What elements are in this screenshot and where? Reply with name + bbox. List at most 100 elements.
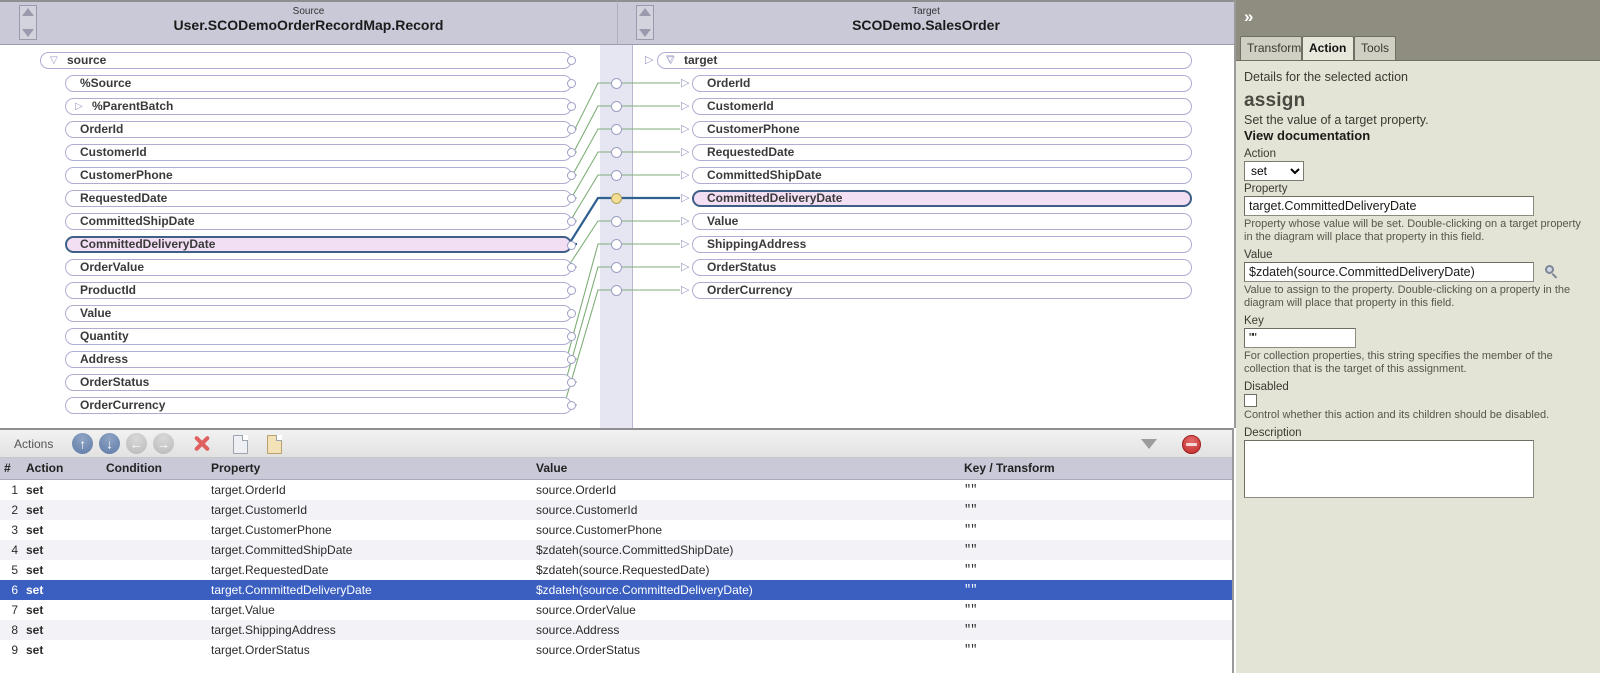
no-entry-icon[interactable] xyxy=(1182,435,1201,454)
connector-hub[interactable] xyxy=(611,216,622,227)
connector-hub[interactable] xyxy=(611,239,622,250)
connector-hub[interactable] xyxy=(611,147,622,158)
connector-hub[interactable] xyxy=(611,262,622,273)
column-header-property[interactable]: Property xyxy=(207,458,532,480)
triangle-down-icon[interactable]: ▽ xyxy=(667,55,675,66)
tab-transform[interactable]: Transform xyxy=(1240,36,1302,60)
wire-source-to-hub[interactable] xyxy=(574,82,616,130)
source-endpoint[interactable] xyxy=(567,309,576,318)
source-endpoint[interactable] xyxy=(567,79,576,88)
source-node-productid[interactable]: ProductId xyxy=(65,282,572,299)
triangle-down-icon[interactable]: ▽ xyxy=(50,55,58,66)
connector-hub[interactable] xyxy=(611,78,622,89)
source-endpoint[interactable] xyxy=(567,241,576,250)
column-header-number[interactable]: # xyxy=(0,458,22,480)
actions-table[interactable]: # Action Condition Property Value Key / … xyxy=(0,458,1232,660)
target-node-requesteddate[interactable]: RequestedDate xyxy=(692,144,1192,161)
source-node-committeddeliverydate[interactable]: CommittedDeliveryDate xyxy=(65,236,572,253)
actions-toolbar[interactable]: Actions ↑ ↓ ← → xyxy=(0,430,1232,458)
triangle-down-icon[interactable] xyxy=(1141,439,1157,449)
source-endpoint[interactable] xyxy=(567,148,576,157)
scroll-up-icon[interactable] xyxy=(22,8,34,16)
source-vertical-scrollbar[interactable] xyxy=(19,5,37,40)
column-header-action[interactable]: Action xyxy=(22,458,102,480)
target-input-arrow-icon[interactable]: ▷ xyxy=(681,261,690,273)
inspector-panel[interactable]: » Transform Action Tools Details for the… xyxy=(1236,0,1600,673)
target-input-arrow-icon[interactable]: ▷ xyxy=(681,169,690,181)
target-vertical-scrollbar[interactable] xyxy=(636,5,654,40)
source-node-ordercurrency[interactable]: OrderCurrency xyxy=(65,397,572,414)
target-node-orderid[interactable]: OrderId xyxy=(692,75,1192,92)
inspector-tabstrip[interactable]: Transform Action Tools xyxy=(1236,36,1600,60)
description-textarea[interactable] xyxy=(1244,439,1534,498)
source-endpoint[interactable] xyxy=(567,102,576,111)
target-node-committeddeliverydate[interactable]: CommittedDeliveryDate xyxy=(692,190,1192,207)
target-input-arrow-icon[interactable]: ▷ xyxy=(681,284,690,296)
source-node-orderid[interactable]: OrderId xyxy=(65,121,572,138)
source-node-requesteddate[interactable]: RequestedDate xyxy=(65,190,572,207)
source-endpoint[interactable] xyxy=(567,332,576,341)
wire-source-to-hub[interactable] xyxy=(565,243,616,360)
target-input-arrow-icon[interactable]: ▷ xyxy=(681,123,690,135)
move-down-button[interactable]: ↓ xyxy=(99,433,120,454)
column-header-condition[interactable]: Condition xyxy=(102,458,207,480)
scroll-down-icon[interactable] xyxy=(22,29,34,37)
source-node-quantity[interactable]: Quantity xyxy=(65,328,572,345)
source-endpoint[interactable] xyxy=(567,171,576,180)
tab-action[interactable]: Action xyxy=(1302,36,1354,60)
scroll-up-icon[interactable] xyxy=(639,8,651,16)
source-node-orderstatus[interactable]: OrderStatus xyxy=(65,374,572,391)
target-input-arrow-icon[interactable]: ▷ xyxy=(681,77,690,89)
target-input-arrow-icon[interactable]: ▷ xyxy=(681,238,690,250)
column-header-key-transform[interactable]: Key / Transform xyxy=(960,458,1232,480)
source-node-committedshipdate[interactable]: CommittedShipDate xyxy=(65,213,572,230)
source-node-value[interactable]: Value xyxy=(65,305,572,322)
target-node-orderstatus[interactable]: OrderStatus xyxy=(692,259,1192,276)
move-up-button[interactable]: ↑ xyxy=(72,433,93,454)
indent-button[interactable]: → xyxy=(153,433,174,454)
target-node-committedshipdate[interactable]: CommittedShipDate xyxy=(692,167,1192,184)
target-node-ordercurrency[interactable]: OrderCurrency xyxy=(692,282,1192,299)
source-endpoint[interactable] xyxy=(567,56,576,65)
target-node-customerid[interactable]: CustomerId xyxy=(692,98,1192,115)
triangle-down-icon[interactable]: ▽ xyxy=(666,54,674,65)
connector-hub[interactable] xyxy=(611,101,622,112)
magnifier-icon[interactable] xyxy=(1544,264,1560,280)
paste-button[interactable] xyxy=(264,433,285,454)
property-input[interactable] xyxy=(1244,196,1534,216)
mapping-diagram[interactable]: Source User.SCODemoOrderRecordMap.Record… xyxy=(0,0,1236,428)
target-input-arrow-icon[interactable]: ▷ xyxy=(681,192,690,204)
target-node-shippingaddress[interactable]: ShippingAddress xyxy=(692,236,1192,253)
source-endpoint[interactable] xyxy=(567,125,576,134)
target-input-arrow-icon[interactable]: ▷ xyxy=(681,146,690,158)
outdent-button[interactable]: ← xyxy=(126,433,147,454)
target-input-arrow-icon[interactable]: ▷ xyxy=(681,100,690,112)
source-node-customerid[interactable]: CustomerId xyxy=(65,144,572,161)
column-header-value[interactable]: Value xyxy=(532,458,960,480)
source-node-ordervalue[interactable]: OrderValue xyxy=(65,259,572,276)
source-endpoint[interactable] xyxy=(567,286,576,295)
target-input-arrow-icon[interactable]: ▷ xyxy=(681,215,690,227)
source-endpoint[interactable] xyxy=(567,263,576,272)
view-documentation-link[interactable]: View documentation xyxy=(1244,128,1371,143)
source-node-customerphone[interactable]: CustomerPhone xyxy=(65,167,572,184)
source-endpoint[interactable] xyxy=(567,217,576,226)
connector-hub[interactable] xyxy=(611,170,622,181)
connector-hub[interactable] xyxy=(611,285,622,296)
delete-button[interactable] xyxy=(192,433,213,454)
value-input[interactable] xyxy=(1244,261,1534,282)
chevron-double-right-icon[interactable]: » xyxy=(1244,7,1254,26)
connector-hub-selected[interactable] xyxy=(611,193,622,204)
target-node-value[interactable]: Value xyxy=(692,213,1192,230)
scroll-down-icon[interactable] xyxy=(639,29,651,37)
actions-panel[interactable]: Actions ↑ ↓ ← → # xyxy=(0,428,1234,673)
